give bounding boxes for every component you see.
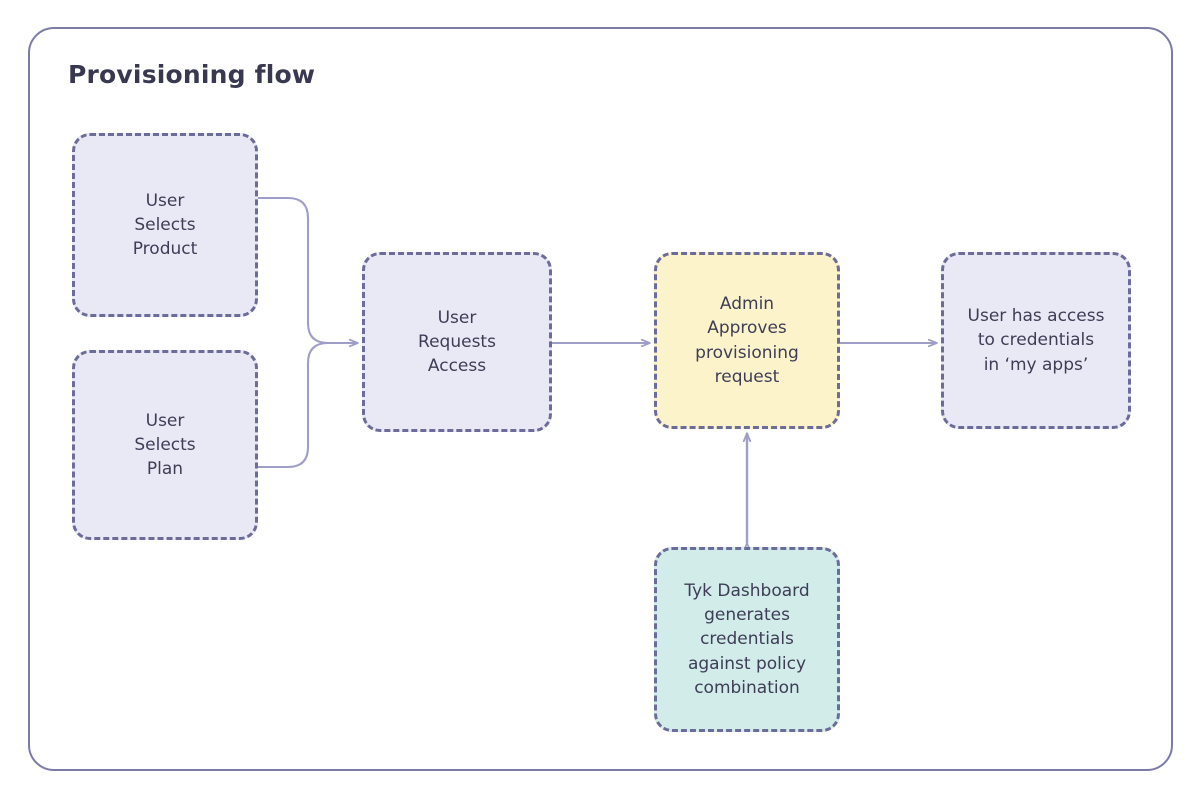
- page-title: Provisioning flow: [68, 60, 316, 89]
- node-admin-approves-provisioning-request[interactable]: Admin Approves provisioning request: [654, 252, 840, 429]
- node-user-requests-access[interactable]: User Requests Access: [362, 252, 552, 432]
- node-user-selects-product[interactable]: User Selects Product: [72, 133, 258, 317]
- diagram-frame: [28, 27, 1173, 771]
- node-user-has-access-to-credentials[interactable]: User has access to credentials in ‘my ap…: [941, 252, 1131, 429]
- node-user-selects-plan[interactable]: User Selects Plan: [72, 350, 258, 540]
- node-tyk-dashboard-generates-credentials[interactable]: Tyk Dashboard generates credentials agai…: [654, 547, 840, 732]
